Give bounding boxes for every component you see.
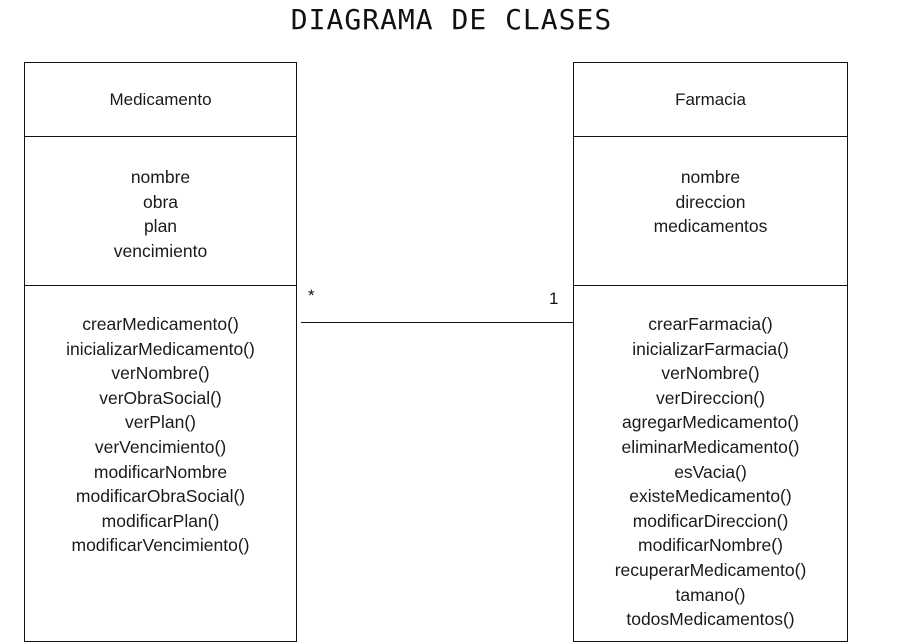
method: recuperarMedicamento() — [614, 559, 807, 580]
method: verNombre() — [661, 363, 760, 384]
method: esVacia() — [674, 461, 747, 482]
diagram-title: DIAGRAMA DE CLASES — [290, 3, 613, 36]
class-medicamento: Medicamento nombre obra plan vencimiento cr… — [24, 62, 297, 642]
attribute: nombre — [130, 167, 191, 187]
method: tamano() — [675, 584, 746, 605]
method: modificarPlan() — [101, 510, 220, 531]
method: verPlan() — [125, 412, 196, 433]
method: modificarObraSocial() — [75, 486, 246, 507]
association-line — [301, 322, 573, 323]
method: verVencimiento() — [94, 436, 227, 457]
attribute-list: nombre direccion medicamentos — [574, 137, 847, 286]
attribute-list: nombre obra plan vencimiento — [25, 137, 296, 286]
method: modificarVencimiento() — [71, 535, 250, 556]
left-multiplicity: * — [308, 286, 315, 305]
method: existeMedicamento() — [629, 486, 792, 507]
right-multiplicity: 1 — [549, 289, 559, 308]
class-name: Farmacia — [574, 63, 847, 137]
method: modificarDireccion() — [632, 510, 789, 531]
method: crearFarmacia() — [648, 314, 773, 334]
attribute: obra — [142, 191, 179, 212]
method: verNombre() — [111, 363, 210, 384]
method: inicializarFarmacia() — [632, 338, 789, 359]
method: modificarNombre() — [638, 535, 783, 556]
method: modificarNombre — [93, 461, 228, 482]
method: inicializarMedicamento() — [66, 338, 255, 359]
attribute: nombre — [680, 167, 741, 187]
class-name: Medicamento — [25, 63, 296, 137]
attribute: medicamentos — [653, 216, 768, 237]
attribute: vencimiento — [113, 240, 208, 261]
class-farmacia: Farmacia nombre direccion medicamentos cre… — [573, 62, 848, 642]
method: verDireccion() — [656, 387, 765, 408]
method: todosMedicamentos() — [626, 609, 795, 630]
method: agregarMedicamento() — [621, 412, 800, 433]
method-list: crearFarmacia() inicializarFarmacia() verN… — [574, 286, 847, 632]
method: crearMedicamento() — [82, 314, 239, 334]
method-list: crearMedicamento() inicializarMedicamento… — [25, 286, 296, 558]
method: verObraSocial() — [99, 387, 222, 408]
attribute: direccion — [675, 191, 746, 212]
method: eliminarMedicamento() — [621, 436, 800, 457]
attribute: plan — [143, 216, 178, 237]
